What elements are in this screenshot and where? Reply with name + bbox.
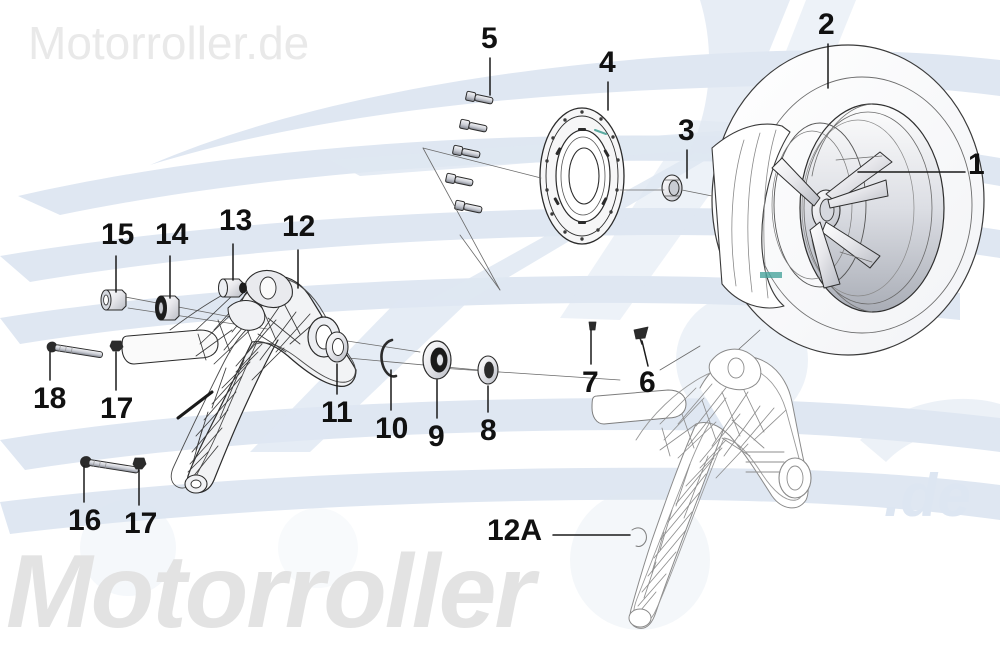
callout-number-2: 2 xyxy=(818,8,835,41)
pivot-bushes xyxy=(100,278,247,321)
callout-number-5: 5 xyxy=(481,22,498,55)
watermark-de-text: .de xyxy=(884,462,971,529)
bearings-and-rings xyxy=(325,331,499,385)
brake-disc-bolts xyxy=(445,90,494,214)
callout-number-17-lower: 17 xyxy=(124,507,158,540)
callout-number-1: 1 xyxy=(968,148,985,181)
watermark-bottom-text: Motorroller xyxy=(6,534,535,646)
callout-number-3: 3 xyxy=(678,114,695,147)
callout-number-13: 13 xyxy=(219,204,253,237)
swingarm-left xyxy=(121,269,357,494)
callout-number-10: 10 xyxy=(375,412,409,445)
callout-number-4: 4 xyxy=(599,46,616,79)
callout-number-15: 15 xyxy=(101,218,135,251)
small-fasteners xyxy=(588,321,649,345)
callout-number-17-upper: 17 xyxy=(100,392,134,425)
swingarm-right xyxy=(591,348,812,629)
brake-disc xyxy=(539,107,625,245)
callout-number-12: 12 xyxy=(282,210,316,243)
callout-number-6: 6 xyxy=(639,366,656,399)
callout-number-7: 7 xyxy=(582,366,599,399)
callout-number-16: 16 xyxy=(68,504,102,537)
watermark-top-text: Motorroller.de xyxy=(28,17,310,69)
callout-number-18: 18 xyxy=(33,382,67,415)
axle-nut xyxy=(661,174,683,202)
callout-number-9: 9 xyxy=(428,420,445,453)
callout-number-8: 8 xyxy=(480,414,497,447)
callout-number-11: 11 xyxy=(321,396,353,429)
callout-number-12a: 12A xyxy=(487,514,543,547)
leader-6 xyxy=(641,340,649,367)
callout-number-14: 14 xyxy=(155,218,189,251)
rear-wheel-assembly xyxy=(711,44,985,356)
